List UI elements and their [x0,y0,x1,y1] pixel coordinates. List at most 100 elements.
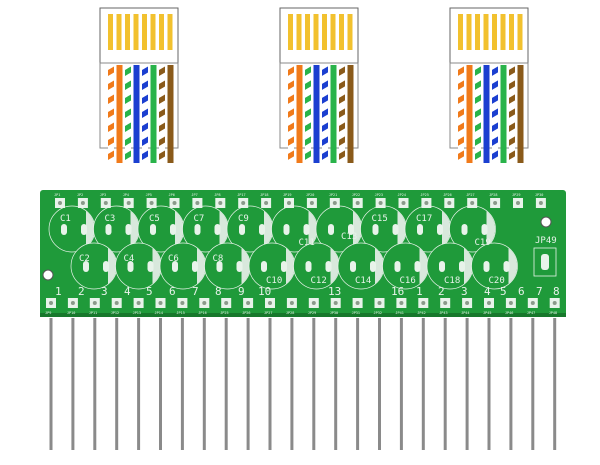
capacitor-label: C16 [400,276,416,286]
wire-stripe [458,150,464,160]
gold-contact [347,14,353,50]
capacitor-polarity-mark [241,248,251,284]
capacitor-pad [259,224,265,235]
wire-stripe [159,66,165,76]
capacitor-pad [350,261,356,272]
gold-contact [330,14,336,50]
wire-stripe [125,108,131,118]
pad-hole [195,201,200,205]
pad-hole [114,301,119,305]
header-pin [509,318,513,450]
wire-stripe [339,80,345,90]
wire-stripe [322,108,328,118]
header-pin [443,318,447,450]
gold-contact [509,14,514,50]
capacitor-C11 [271,205,318,253]
jumper-label: JP26 [242,311,250,315]
capacitor-label: C12 [311,276,327,286]
wire-stripe [475,122,481,132]
wire-stripe [159,108,165,118]
pin-number: 6 [169,285,176,298]
header-pin [378,318,381,450]
pin-number: 9 [238,285,245,298]
wire-stripe [288,136,294,146]
wire-stripe [475,66,481,76]
wire-stripe [125,150,131,160]
wire-stripe [288,94,294,104]
wire-stripe [142,150,148,160]
capacitor-label: C15 [372,214,388,224]
rj45-left [99,7,179,163]
capacitor-C19 [449,205,496,253]
capacitor-pad [305,261,312,272]
jumper-label: JP1 [54,193,60,197]
jumper-label: JP22 [352,193,360,197]
mounting-hole-right [540,216,552,228]
pad-hole [264,201,269,205]
header-pin [421,318,425,450]
capacitor-C10 [248,242,296,290]
capacitor-label: C3 [105,214,116,224]
capacitor-pad [127,261,134,272]
wire-blue [133,65,140,163]
header-pin [224,318,228,450]
capacitor-pad [236,261,243,272]
wire-stripe [492,136,498,146]
pad-hole [399,301,404,305]
capacitor-pad [105,224,112,235]
wire-green [330,65,337,163]
jumper-label: JP47 [527,311,535,315]
jumper-label: JP30 [330,311,338,315]
wire-brown [167,65,174,163]
capacitor-C20 [471,242,518,290]
wire-stripe [492,150,498,160]
wire-stripe [339,108,345,118]
wire-stripe [509,122,515,132]
capacitor-label: C5 [149,214,160,224]
jumper-label: JP11 [89,311,97,315]
wire-stripe [142,136,148,146]
pad-hole [530,301,535,305]
header-pin [465,318,469,450]
pad-hole [241,201,246,205]
pad-hole [224,301,229,305]
wire-stripe [458,80,464,90]
capacitor-label: C11 [299,238,315,248]
pad-hole [552,301,557,305]
wire-stripe [288,108,294,118]
wire-stripe [339,136,345,146]
capacitor-polarity-mark [264,211,273,247]
wire-green [500,65,507,163]
pin-number: 5 [146,285,153,298]
pad-hole [136,301,141,305]
capacitor-pad [239,224,245,235]
header-pin [312,318,316,450]
gold-contact [500,14,506,50]
pad-hole [246,301,251,305]
header-pin [202,318,206,450]
capacitor-label: C17 [416,214,432,224]
capacitor-C4 [115,242,162,290]
capacitor-polarity-mark [442,211,451,247]
capacitor-pad [261,261,267,272]
header-pin [49,318,53,450]
wire-orange [116,65,123,163]
jumper-label: JP29 [308,311,316,315]
wire-stripe [159,136,165,146]
wire-orange [296,65,303,163]
jumper-label: JP21 [329,193,337,197]
capacitor-C16 [382,242,429,290]
wire-stripe [108,94,114,104]
capacitor-pad [461,224,468,235]
header-pin [159,318,162,450]
wire-stripe [509,150,515,160]
capacitor-label: C9 [238,214,249,224]
jumper-label: JP45 [483,311,491,315]
capacitor-pad [414,261,421,272]
pin-number: 8 [215,285,222,298]
wire-stripe [288,150,294,160]
wire-stripe [509,66,515,76]
pad-hole [158,301,163,305]
pad-hole [332,201,337,205]
